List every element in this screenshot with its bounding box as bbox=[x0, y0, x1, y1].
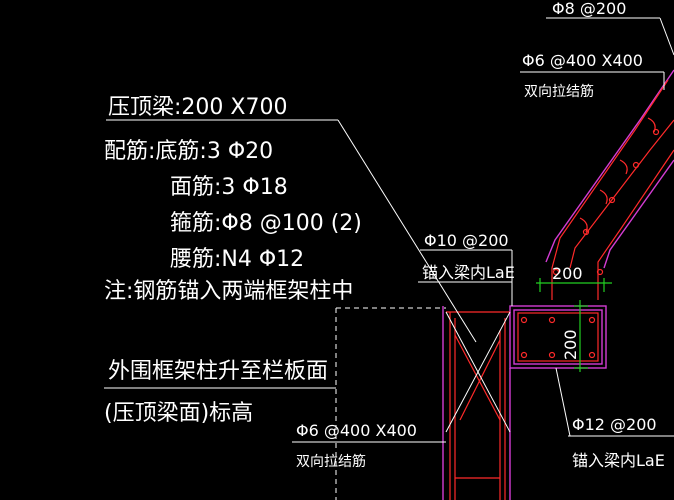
outline-group bbox=[442, 69, 674, 500]
slab-tie-3 bbox=[579, 217, 588, 233]
top-label: Φ8 @200 bbox=[552, 0, 626, 18]
tie-top-desc: 双向拉结筋 bbox=[524, 83, 594, 100]
anchor-bar-2 bbox=[459, 339, 501, 421]
slab-rebar-3 bbox=[597, 149, 674, 300]
anchor-right-spec: Φ12 @200 bbox=[572, 415, 657, 434]
beam-top-bar: 面筋:3 Φ18 bbox=[170, 175, 288, 200]
slab-rebar-1 bbox=[551, 79, 669, 300]
bar-dot bbox=[552, 268, 560, 276]
column-note-line2: (压顶梁面)标高 bbox=[104, 401, 253, 426]
bar-dot bbox=[588, 316, 596, 324]
anchor-mid-spec: Φ10 @200 bbox=[424, 231, 509, 250]
beam-outline-inner bbox=[513, 309, 603, 365]
column-cross-2 bbox=[445, 311, 511, 433]
tie-bottom-spec: Φ6 @400 X400 bbox=[296, 421, 417, 440]
top-label-leader bbox=[659, 17, 674, 56]
bar-dot bbox=[608, 196, 616, 204]
beam-outline bbox=[509, 305, 607, 369]
rebar-group bbox=[446, 79, 674, 500]
tie-top-spec: Φ6 @400 X400 bbox=[522, 51, 643, 70]
column-note-line1: 外围框架柱升至栏板面 bbox=[108, 359, 328, 384]
slab-outline-upper bbox=[545, 69, 674, 263]
tie-bottom-desc: 双向拉结筋 bbox=[296, 453, 366, 470]
dim-width-text: 200 bbox=[552, 264, 583, 283]
bar-dot bbox=[596, 268, 604, 276]
anchor-bar-1 bbox=[454, 334, 501, 421]
beam-note: 注:钢筋锚入两端框架柱中 bbox=[104, 279, 353, 304]
anchor-right-desc: 锚入梁内LaE bbox=[572, 451, 665, 470]
beam-stirrup bbox=[517, 312, 599, 362]
beam-title-leader bbox=[337, 119, 477, 343]
bar-dot bbox=[582, 228, 590, 236]
beam-waist-bar: 腰筋:N4 Φ12 bbox=[170, 247, 304, 272]
slab-tie-2 bbox=[599, 189, 608, 205]
slab-tie-1 bbox=[619, 159, 628, 175]
bar-dot bbox=[520, 351, 528, 359]
beam-stirrup: 箍筋:Φ8 @100 (2) bbox=[170, 211, 362, 236]
bar-dot bbox=[588, 351, 596, 359]
beam-title: 压顶梁:200 X700 bbox=[108, 95, 287, 120]
dimension-group bbox=[536, 278, 612, 372]
bar-dot bbox=[652, 128, 660, 136]
bar-dot bbox=[632, 161, 640, 169]
bar-dot bbox=[548, 351, 556, 359]
bar-dot bbox=[548, 316, 556, 324]
rebar-dots bbox=[520, 128, 660, 359]
anchor-right-leader bbox=[555, 367, 571, 437]
dim-height-text: 200 bbox=[561, 329, 580, 360]
anchor-mid-desc: 锚入梁内LaE bbox=[422, 263, 515, 282]
leader-group bbox=[104, 17, 674, 500]
bar-dot bbox=[520, 316, 528, 324]
slab-rebar-2 bbox=[569, 119, 674, 269]
beam-reinf-label: 配筋:底筋:3 Φ20 bbox=[104, 139, 273, 164]
slab-outline-lower bbox=[603, 159, 674, 269]
